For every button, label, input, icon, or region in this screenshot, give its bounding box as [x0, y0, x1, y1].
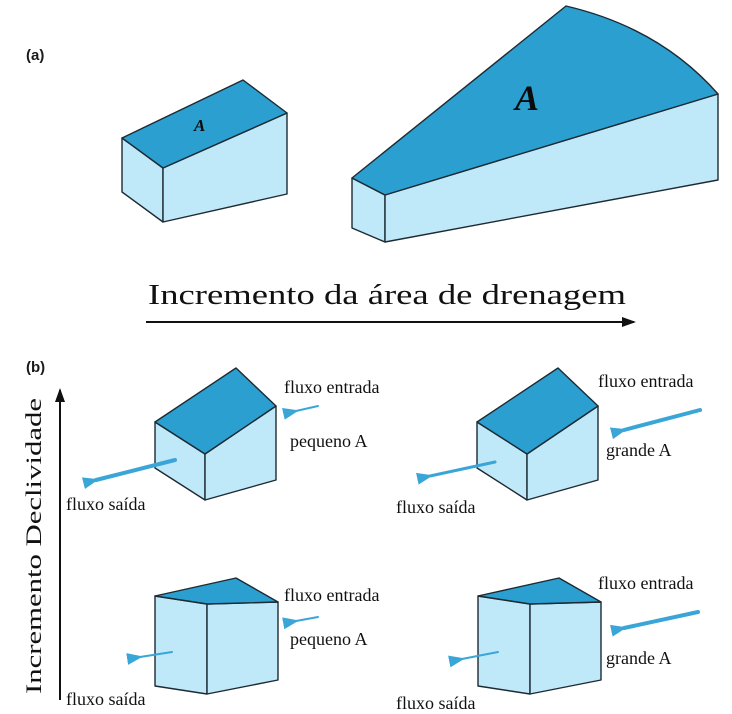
block4-outflow-label: fluxo saída [396, 693, 475, 713]
large-area-label: A [513, 78, 539, 118]
panel-a-label: (a) [26, 47, 44, 64]
block4-front-face [477, 595, 531, 695]
block3-outflow-arrow [126, 651, 173, 665]
block2-inflow-label: fluxo entrada [598, 371, 693, 391]
block2-top-face [476, 367, 599, 455]
block4-top-face [477, 577, 602, 605]
block-gentle-small-area: fluxo entrada pequeno A fluxo saída [66, 577, 379, 709]
block2-outflow-arrow [416, 460, 497, 485]
block3-inflow-arrow [282, 616, 319, 630]
block2-area-label: grande A [606, 440, 671, 460]
block1-area-label: pequeno A [290, 431, 367, 451]
block1-outflow-label: fluxo saída [66, 494, 145, 514]
block-steep-large-area: fluxo entrada grande A fluxo saída [396, 367, 702, 517]
block1-top-face [154, 367, 277, 455]
block3-front-face [154, 595, 208, 695]
slope-axis-label: Incremento Declividade [21, 398, 46, 694]
large-area-block: A [351, 5, 719, 243]
large-block-top-face [351, 5, 719, 196]
block2-outflow-label: fluxo saída [396, 497, 475, 517]
block3-area-label: pequeno A [290, 629, 367, 649]
small-block-top-face [121, 79, 288, 169]
block4-area-label: grande A [606, 648, 671, 668]
block2-inflow-arrow [609, 408, 702, 440]
drainage-axis-label: Incremento da área de drenagem [148, 280, 626, 311]
block1-inflow-label: fluxo entrada [284, 377, 379, 397]
block3-outflow-label: fluxo saída [66, 689, 145, 709]
block4-outflow-arrow [448, 651, 499, 668]
small-area-block: A [121, 79, 288, 223]
block3-top-face [154, 577, 279, 605]
block3-right-face [206, 601, 279, 695]
block3-inflow-label: fluxo entrada [284, 585, 379, 605]
small-area-label: A [193, 116, 205, 135]
block4-inflow-arrow [610, 610, 700, 637]
block-gentle-large-area: fluxo entrada grande A fluxo saída [396, 573, 700, 713]
block4-right-face [529, 601, 602, 695]
panel-b-label: (b) [26, 359, 45, 376]
block-steep-small-area: fluxo entrada pequeno A fluxo saída [66, 367, 379, 514]
block1-inflow-arrow [281, 405, 319, 420]
block1-outflow-arrow [81, 458, 177, 490]
block4-inflow-label: fluxo entrada [598, 573, 693, 593]
